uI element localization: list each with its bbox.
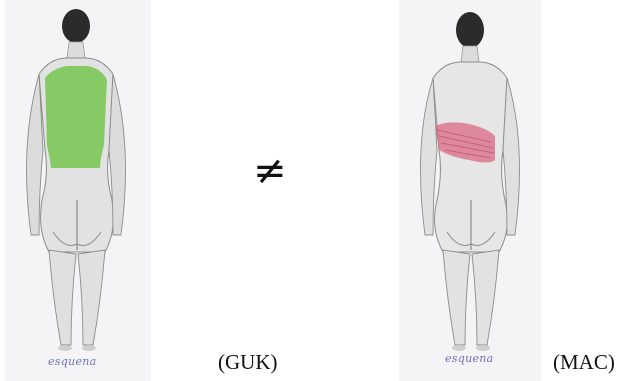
- handwritten-caption-left: esquena: [48, 355, 97, 368]
- body-diagram-left: [5, 0, 151, 381]
- affected-area-back-upper: [45, 66, 107, 168]
- body-diagram-right: [399, 0, 541, 381]
- code-label-right: (MAC): [553, 350, 615, 375]
- code-label-left: (GUK): [218, 350, 277, 375]
- not-equal-symbol: ≠: [253, 151, 287, 191]
- handwritten-caption-right: esquena: [445, 352, 494, 365]
- back-figure-illustration-left: [5, 0, 151, 381]
- back-figure-illustration-right: [399, 0, 541, 381]
